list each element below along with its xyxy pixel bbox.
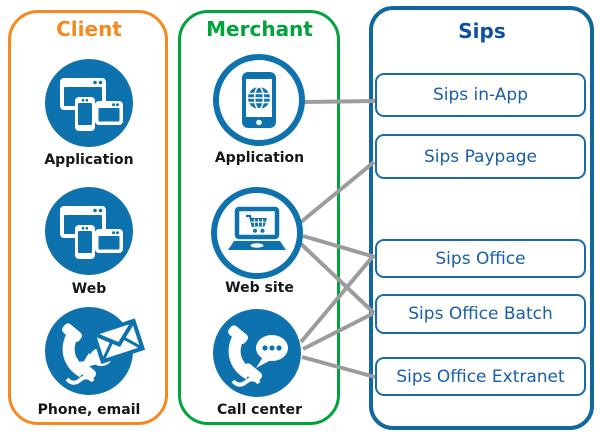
merchant-panel-title: Merchant xyxy=(206,17,313,41)
connector-merchant-application-to-sips-in-app xyxy=(303,99,376,104)
devices-icon xyxy=(45,187,133,275)
connector-merchant-call-center-to-sips-office xyxy=(299,253,376,344)
merchant-application-label: Application xyxy=(214,150,305,166)
merchant-web-site-label: Web site xyxy=(225,280,294,296)
sips-panel xyxy=(369,6,594,430)
merchant-panel xyxy=(178,10,340,425)
client-panel xyxy=(8,10,168,425)
smartphone-globe-icon xyxy=(213,54,305,146)
devices-icon xyxy=(45,59,133,147)
connector-merchant-call-center-to-sips-office-batch xyxy=(302,311,375,351)
sips-office-box: Sips Office xyxy=(375,239,586,278)
sips-office-extranet-box: Sips Office Extranet xyxy=(375,357,586,396)
client-phone-email-label: Phone, email xyxy=(37,402,141,418)
sips-panel-title: Sips xyxy=(458,19,506,43)
sips-in-app-box: Sips in-App xyxy=(375,73,586,117)
connector-merchant-web-site-to-sips-office-batch xyxy=(298,241,376,315)
client-web-label: Web xyxy=(71,281,107,297)
phone-chat-icon xyxy=(213,309,301,397)
client-panel-title: Client xyxy=(56,17,122,41)
laptop-cart-icon xyxy=(211,187,303,279)
sips-office-batch-box: Sips Office Batch xyxy=(375,294,586,334)
merchant-call-center-label: Call center xyxy=(216,402,303,418)
connector-merchant-web-site-to-sips-paypage xyxy=(299,160,376,224)
phone-email-icon xyxy=(45,307,146,395)
connector-merchant-call-center-to-sips-office-extranet xyxy=(301,355,376,379)
sips-paypage-box: Sips Paypage xyxy=(375,134,586,179)
connector-merchant-web-site-to-sips-office xyxy=(302,234,376,259)
client-application-label: Application xyxy=(44,152,134,168)
